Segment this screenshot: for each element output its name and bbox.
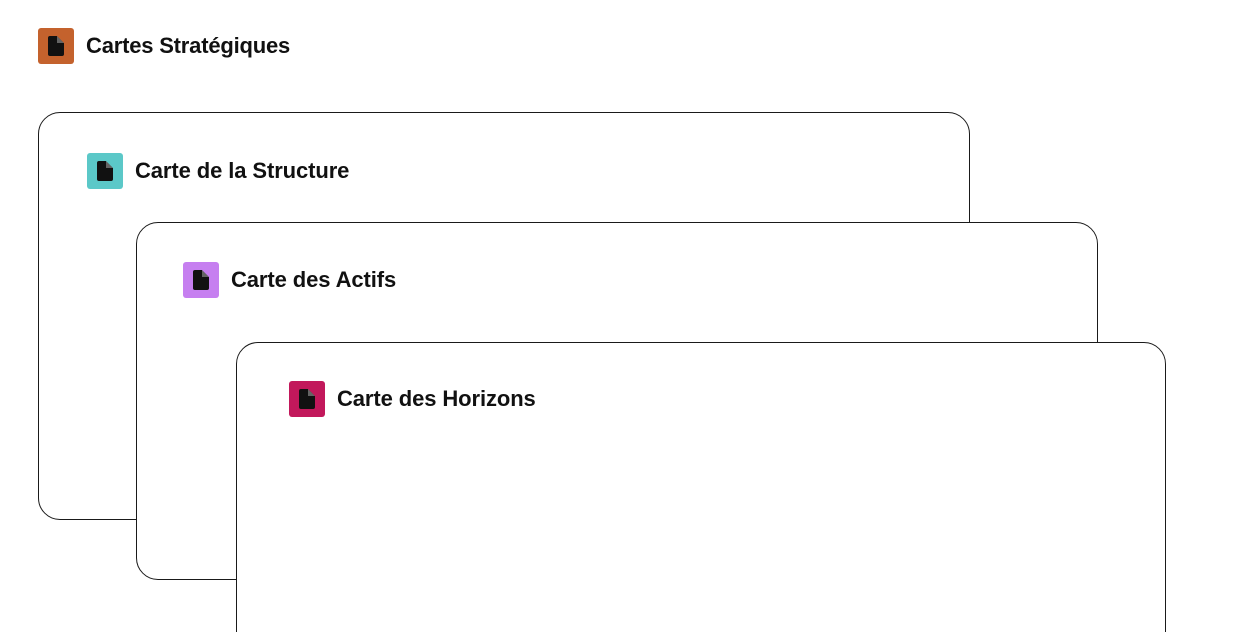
page-title: Cartes Stratégiques <box>86 33 291 58</box>
card-title: Carte des Horizons <box>337 386 536 411</box>
card-header: Carte des Horizons <box>289 381 536 417</box>
card-title: Carte de la Structure <box>135 158 350 183</box>
document-icon <box>38 28 74 64</box>
document-icon <box>87 153 123 189</box>
document-icon <box>289 381 325 417</box>
page-header: Cartes Stratégiques <box>38 28 290 64</box>
document-icon <box>183 262 219 298</box>
card-header: Carte de la Structure <box>87 153 349 189</box>
card-horizons[interactable]: Carte des Horizons <box>236 342 1166 632</box>
card-title: Carte des Actifs <box>231 267 397 292</box>
card-header: Carte des Actifs <box>183 262 396 298</box>
